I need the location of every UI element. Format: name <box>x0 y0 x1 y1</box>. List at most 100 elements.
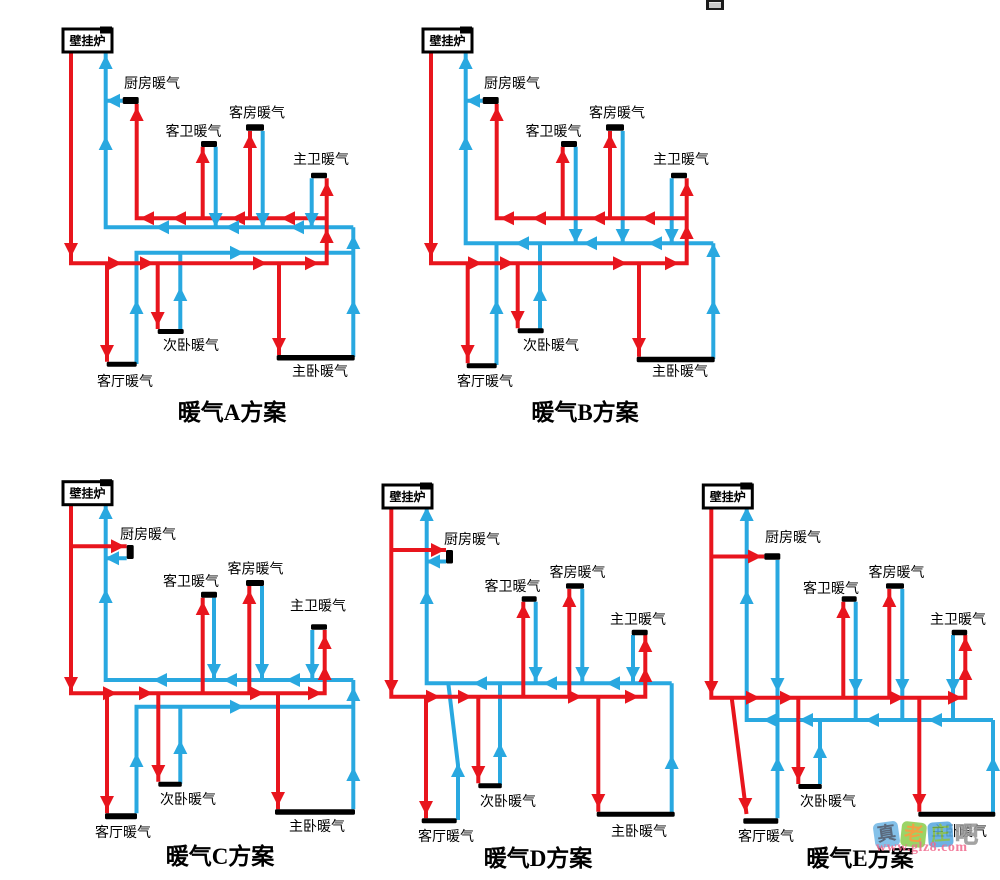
radiator-label: 客房暖气 <box>229 105 285 122</box>
scheme-title: 暖气B方案 <box>531 399 639 425</box>
supply-flow-arrow-l <box>281 211 295 226</box>
radiator-bar <box>246 580 264 586</box>
window-fragment-inner <box>709 2 721 8</box>
return-flow-arrow-d <box>208 213 223 227</box>
supply-flow-arrow-d <box>738 798 753 812</box>
radiator-label: 厨房暖气 <box>484 76 540 92</box>
radiator-bar <box>275 809 355 815</box>
radiator-bar <box>596 811 675 817</box>
supply-flow-arrow-d <box>384 680 399 694</box>
supply-flow-arrow-d <box>632 338 646 352</box>
supply-flow-arrow-l <box>172 211 186 226</box>
supply-pipe <box>389 506 648 699</box>
supply-pipe <box>429 52 689 266</box>
radiator-bar <box>201 591 217 598</box>
return-flow-arrow-l <box>225 220 239 235</box>
watermark-logo: 真老庄吧 <box>872 820 1000 849</box>
return-flow-arrow-u <box>493 743 507 757</box>
radiator-bar <box>478 783 502 789</box>
return-pipe <box>744 506 993 722</box>
supply-flow-arrow-l <box>231 211 245 226</box>
return-flow-arrow-u <box>458 55 473 69</box>
supply-flow-arrow-d <box>460 345 475 359</box>
boiler-box <box>701 483 754 510</box>
radiator-label: 客卫暖气 <box>485 578 541 595</box>
supply-flow-arrow-u <box>679 182 694 196</box>
radiator-bar <box>743 818 779 824</box>
return-flow-arrow-d <box>255 664 269 678</box>
boiler-box <box>381 483 434 510</box>
supply-flow-arrow-u <box>638 638 653 652</box>
supply-flow-arrow-l <box>140 211 154 226</box>
radiator-bar <box>671 172 687 179</box>
return-pipe <box>134 704 354 814</box>
return-pipe <box>463 52 714 246</box>
return-flow-arrow-d <box>575 667 590 681</box>
radiator-label: 主卧暖气 <box>289 819 345 835</box>
supply-flow-arrow-r <box>305 256 319 271</box>
supply-flow-arrow-d <box>471 766 486 780</box>
supply-flow-arrow-d <box>510 311 525 325</box>
radiator-label: 客卫暖气 <box>166 123 222 140</box>
radiator-bar <box>311 624 327 630</box>
boiler-box-notch <box>100 26 112 34</box>
radiator-bar <box>886 583 904 589</box>
return-flow-arrow-u <box>706 243 721 257</box>
radiator-bar <box>566 583 584 589</box>
supply-flow-arrow-u <box>958 637 973 651</box>
radiator-bar <box>606 124 624 131</box>
supply-flow-arrow-d <box>704 681 719 695</box>
supply-flow-arrow-d <box>272 338 286 352</box>
supply-flow-arrow-r <box>111 539 125 554</box>
supply-flow-arrow-r <box>948 690 962 705</box>
supply-flow-arrow-u <box>489 107 504 121</box>
supply-flow-arrow-r <box>748 549 762 564</box>
return-flow-arrow-u <box>129 300 144 314</box>
return-flow-arrow-u <box>739 507 754 521</box>
return-flow-arrow-l <box>286 673 300 687</box>
return-flow-arrow-u <box>173 740 188 754</box>
scheme-title: 暖气C方案 <box>166 843 276 869</box>
return-flow-arrow-l <box>466 93 480 108</box>
return-flow-arrow-u <box>346 767 361 781</box>
return-flow-arrow-u <box>664 755 679 769</box>
supply-flow-arrow-r <box>103 686 117 701</box>
supply-flow-arrow-u <box>243 134 257 148</box>
supply-flow-arrow-l <box>591 211 605 226</box>
supply-flow-arrow-r <box>665 256 679 271</box>
return-flow-arrow-l <box>515 236 529 251</box>
radiator-bar <box>521 596 537 602</box>
return-flow-arrow-d <box>848 679 863 693</box>
site-watermark: 真老庄吧 www.glz8.com <box>872 820 1000 855</box>
radiator-bar <box>106 361 137 367</box>
radiator-label: 客房暖气 <box>550 564 606 581</box>
scheme-C: 厨房暖气客卫暖气客房暖气主卫暖气次卧暖气客厅暖气主卧暖气壁挂炉暖气C方案 <box>61 479 361 869</box>
return-flow-arrow-l <box>426 554 440 569</box>
radiator-bar <box>276 355 355 361</box>
return-flow-arrow-r <box>230 245 244 260</box>
radiator-label: 客房暖气 <box>589 105 645 122</box>
supply-flow-arrow-r <box>140 256 154 271</box>
supply-pipe <box>69 52 329 266</box>
return-flow-arrow-d <box>528 667 543 681</box>
boiler-box-notch <box>100 479 112 487</box>
supply-flow-arrow-r <box>780 690 794 705</box>
return-flow-arrow-d <box>255 213 270 227</box>
supply-flow-arrow-u <box>603 134 617 148</box>
boiler-label: 壁挂炉 <box>429 33 465 48</box>
supply-flow-arrow-u <box>882 593 897 607</box>
return-flow-arrow-l <box>223 673 237 687</box>
return-flow-arrow-u <box>173 287 188 301</box>
return-flow-arrow-u <box>813 744 827 758</box>
return-flow-arrow-l <box>155 220 169 235</box>
radiator-label: 次卧暖气 <box>800 794 856 810</box>
supply-flow-arrow-r <box>431 543 445 557</box>
supply-flow-arrow-d <box>100 345 114 359</box>
radiator-label: 客卫暖气 <box>526 123 582 140</box>
supply-flow-arrow-u <box>319 182 334 196</box>
return-flow-arrow-u <box>346 300 361 314</box>
supply-pipe <box>729 697 749 815</box>
supply-flow-arrow-d <box>100 796 114 810</box>
